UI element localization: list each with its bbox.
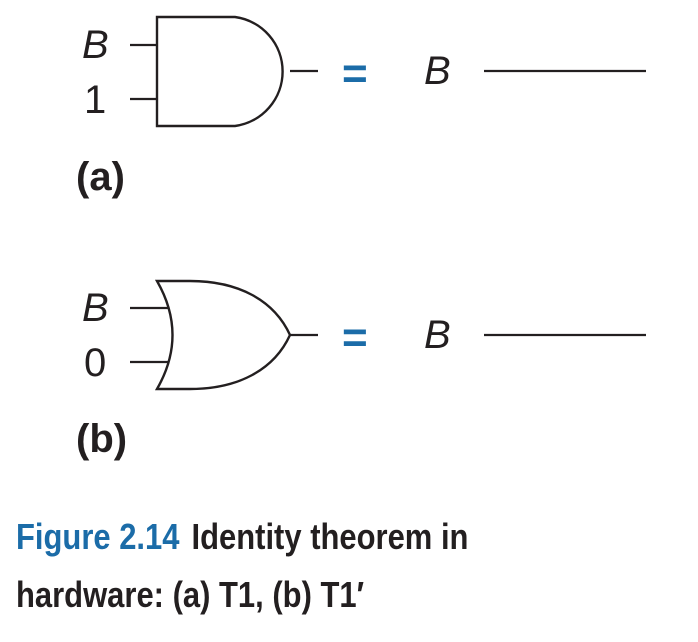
equals-sign: = [342, 313, 368, 362]
part-b-label: (b) [76, 417, 127, 461]
caption-line-2: hardware: (a) T1, (b) T1′ [16, 574, 365, 615]
part-b: B 0 = B (b) [76, 279, 646, 461]
caption-line-1: Identity theorem in [191, 516, 469, 557]
result-b-label: B [424, 49, 451, 93]
part-a: B 1 = B (a) [76, 15, 646, 199]
or-gate-icon [154, 279, 292, 391]
input-b-label: B [82, 286, 109, 330]
part-a-label: (a) [76, 155, 125, 199]
result-b-label: B [424, 313, 451, 357]
equals-sign: = [342, 49, 368, 98]
input-one-label: 1 [84, 78, 106, 122]
input-zero-label: 0 [84, 341, 106, 385]
and-gate-icon [155, 15, 284, 128]
input-b-label: B [82, 23, 109, 67]
figure-number: Figure 2.14 [16, 516, 180, 557]
figure-caption: Figure 2.14 Identity theorem in hardware:… [16, 508, 592, 624]
